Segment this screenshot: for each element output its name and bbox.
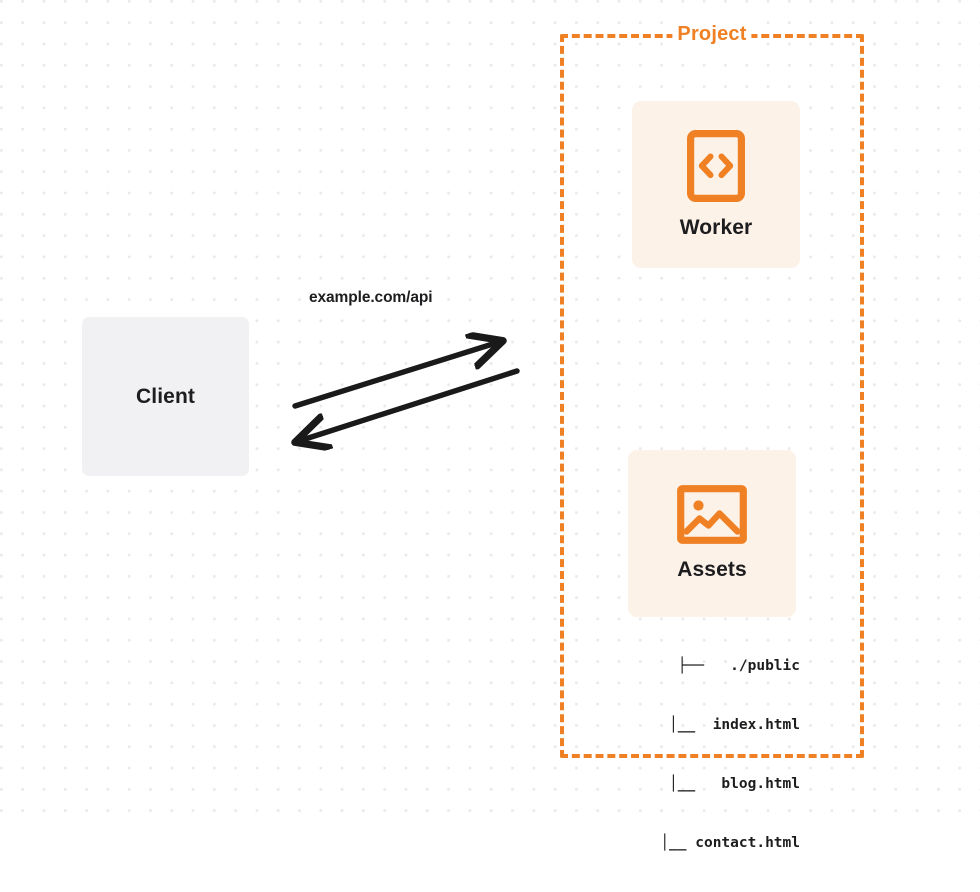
diagram-canvas: Client example.com/api Project	[0, 0, 980, 851]
assets-file-tree: ├── ./public │__ index.html │__ blog.htm…	[610, 618, 800, 892]
group-project: Project Worker Assets ├── ./public │__ i…	[560, 20, 864, 851]
image-picture-icon	[677, 485, 747, 544]
file-tree-line: ├── ./public	[677, 658, 800, 675]
group-project-title: Project	[672, 20, 752, 48]
edge-request-arrow	[292, 342, 499, 409]
node-client[interactable]: Client	[82, 317, 249, 476]
file-tree-line: │__ blog.html	[669, 775, 800, 792]
edge-request-label: example.com/api	[309, 289, 433, 306]
file-tree-line: │__ index.html	[669, 716, 800, 733]
code-brackets-icon	[687, 129, 745, 202]
node-assets[interactable]: Assets	[628, 450, 796, 617]
node-worker[interactable]: Worker	[632, 101, 800, 268]
node-assets-label: Assets	[677, 558, 747, 581]
edge-response-arrow	[299, 368, 520, 441]
node-client-label: Client	[136, 384, 195, 408]
node-worker-label: Worker	[679, 215, 753, 239]
file-tree-line: │__ contact.html	[660, 834, 800, 851]
